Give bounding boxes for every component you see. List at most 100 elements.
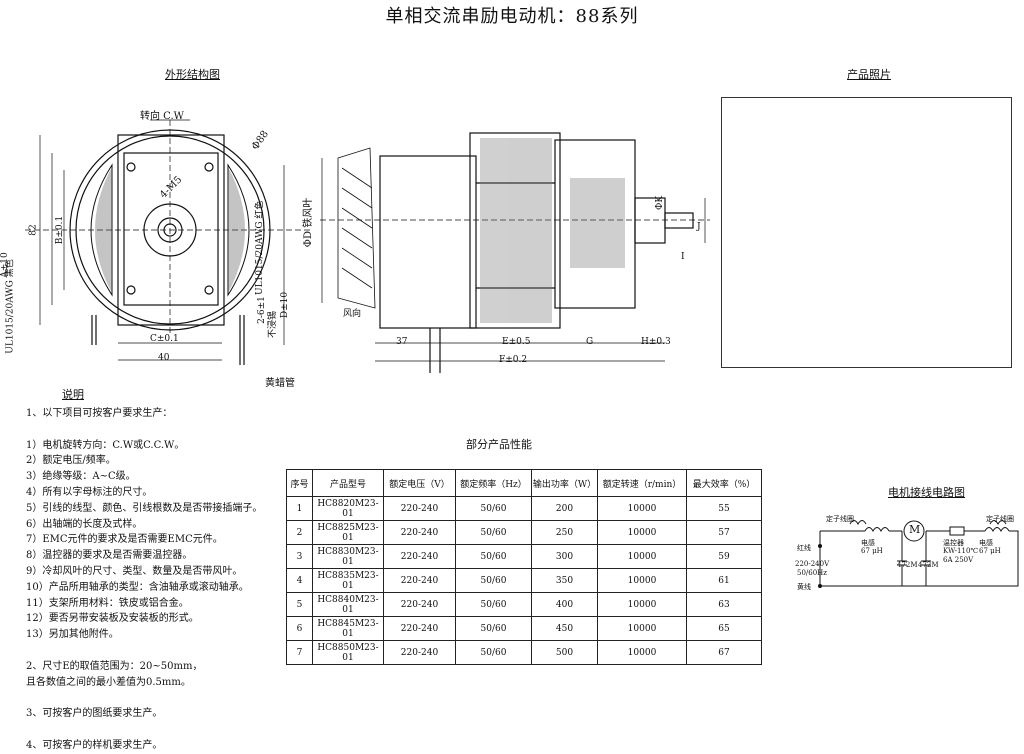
notes-heading: 说明	[62, 388, 84, 401]
note-line	[26, 690, 296, 706]
wiring-circuit-diagram	[818, 520, 1019, 588]
note-line: 9）冷却风叶的尺寸、类型、数量及是否带风叶。	[26, 565, 243, 577]
yellow-wire-label: 黄线	[797, 583, 811, 591]
table-cell: 220-240	[383, 592, 456, 617]
performance-heading: 部分产品性能	[466, 438, 532, 451]
table-cell: 57	[686, 520, 762, 545]
table-cell: 50/60	[455, 616, 532, 641]
table-cell: 1	[286, 496, 313, 521]
note-line	[26, 422, 296, 438]
note-line: 2）额定电压/频率。	[26, 455, 116, 467]
side-view-drawing	[320, 132, 710, 373]
note-line: 5）引线的线型、颜色、引线根数及是否带接插端子。	[26, 502, 263, 514]
note-line: 10）产品所用轴承的类型：含油轴承或滚动轴承。	[26, 581, 249, 593]
table-cell: 50/60	[455, 496, 532, 521]
coil-left-label: 定子线圈	[826, 515, 854, 523]
table-cell: 50/60	[455, 520, 532, 545]
note-line: 3）绝缘等级：A~C级。	[26, 471, 136, 483]
table-cell: 5	[286, 592, 313, 617]
note-line: 3、可按客户的图纸要求生产。	[26, 708, 163, 720]
dim-c: C±0.1	[150, 334, 179, 344]
dim-h: H±0.3	[641, 337, 671, 347]
dim-i: I	[681, 252, 685, 262]
red-wire-label: 红线	[797, 544, 811, 552]
col-index: 序号	[286, 469, 313, 497]
lead-right-label: UL1015/20AWG 红色	[255, 200, 265, 295]
front-view-drawing	[25, 119, 310, 365]
note-line: 13）另加其他附件。	[26, 629, 119, 641]
table-cell: 6	[286, 616, 313, 641]
supply-frequency-label: 50/60Hz	[797, 569, 827, 577]
lead-left-label: UL1015/20AWG 黑色	[5, 259, 16, 354]
table-cell: HC8820M23-01	[312, 496, 384, 521]
table-cell: HC8845M23-01	[312, 616, 384, 641]
photo-heading: 产品照片	[847, 68, 891, 81]
col-efficiency: 最大效率（%）	[686, 469, 762, 497]
thermostat-spec-1: KW-110℃	[943, 547, 979, 555]
table-cell: 220-240	[383, 544, 456, 569]
table-cell: 10000	[597, 496, 687, 521]
motor-symbol: M	[909, 523, 921, 536]
dim-j: J	[697, 222, 701, 232]
note-line: 6）出轴端的长度及式样。	[26, 518, 143, 530]
wind-direction-label: 风向	[343, 309, 362, 319]
note-line: 4、可按客户的样机要求生产。	[26, 739, 163, 751]
capacitor-1-label: 472M	[897, 561, 918, 569]
table-cell: 50/60	[455, 568, 532, 593]
notes-list: 1、以下项目可按客户要求生产： 1）电机旋转方向：C.W或C.C.W。2）额定电…	[26, 406, 296, 754]
yellow-tube-label: 黄蜡管	[265, 378, 295, 389]
table-cell: 7	[286, 640, 313, 665]
note-line: 1、以下项目可按客户要求生产：	[26, 408, 173, 419]
table-cell: 450	[531, 616, 598, 641]
table-cell: 10000	[597, 640, 687, 665]
table-cell: 50/60	[455, 592, 532, 617]
table-cell: 65	[686, 616, 762, 641]
inductor-right-label: 电感	[979, 539, 993, 547]
col-model: 产品型号	[312, 469, 384, 497]
table-cell: 10000	[597, 520, 687, 545]
dim-40: 40	[158, 353, 170, 363]
table-cell: 63	[686, 592, 762, 617]
col-power: 输出功率（W）	[531, 469, 598, 497]
note-line: 4）所有以字母标注的尺寸。	[26, 486, 153, 498]
thermostat-spec-2: 6A 250V	[943, 556, 974, 564]
table-cell: 59	[686, 544, 762, 569]
note-line: 且各数值之间的最小差值为0.5mm。	[26, 676, 191, 688]
table-cell: 300	[531, 544, 598, 569]
table-cell: 4	[286, 568, 313, 593]
inductor-left-value: 67 μH	[861, 547, 883, 555]
table-cell: HC8840M23-01	[312, 592, 384, 617]
table-cell: HC8830M23-01	[312, 544, 384, 569]
dim-f: F±0.2	[499, 355, 528, 365]
col-voltage: 额定电压（V）	[383, 469, 456, 497]
table-cell: 10000	[597, 544, 687, 569]
table-cell: 10000	[597, 568, 687, 593]
dim-e: E±0.5	[502, 337, 531, 347]
not-tinned-label: 不浸锡	[268, 310, 279, 339]
outline-heading: 外形结构图	[165, 68, 220, 81]
note-line: 7）EMC元件的要求及是否需要EMC元件。	[26, 534, 223, 546]
wiring-heading: 电机接线电路图	[888, 486, 965, 499]
col-frequency: 额定频率（Hz）	[455, 469, 532, 497]
table-cell: 220-240	[383, 520, 456, 545]
fan-label: ΦD 铁风叶	[303, 197, 315, 248]
table-cell: HC8850M23-01	[312, 640, 384, 665]
rotation-label: 转向 C.W	[140, 111, 184, 122]
table-cell: 400	[531, 592, 598, 617]
table-cell: 220-240	[383, 640, 456, 665]
note-line	[26, 722, 296, 738]
table-cell: 2	[286, 520, 313, 545]
note-line	[26, 643, 296, 659]
supply-voltage-label: 220-240V	[795, 560, 830, 568]
table-cell: 500	[531, 640, 598, 665]
note-line: 8）温控器的要求及是否需要温控器。	[26, 550, 193, 562]
dim-phik: ΦK	[655, 195, 666, 211]
table-header-row: 序号 产品型号 额定电压（V） 额定频率（Hz） 输出功率（W） 额定转速（r/…	[286, 469, 762, 497]
